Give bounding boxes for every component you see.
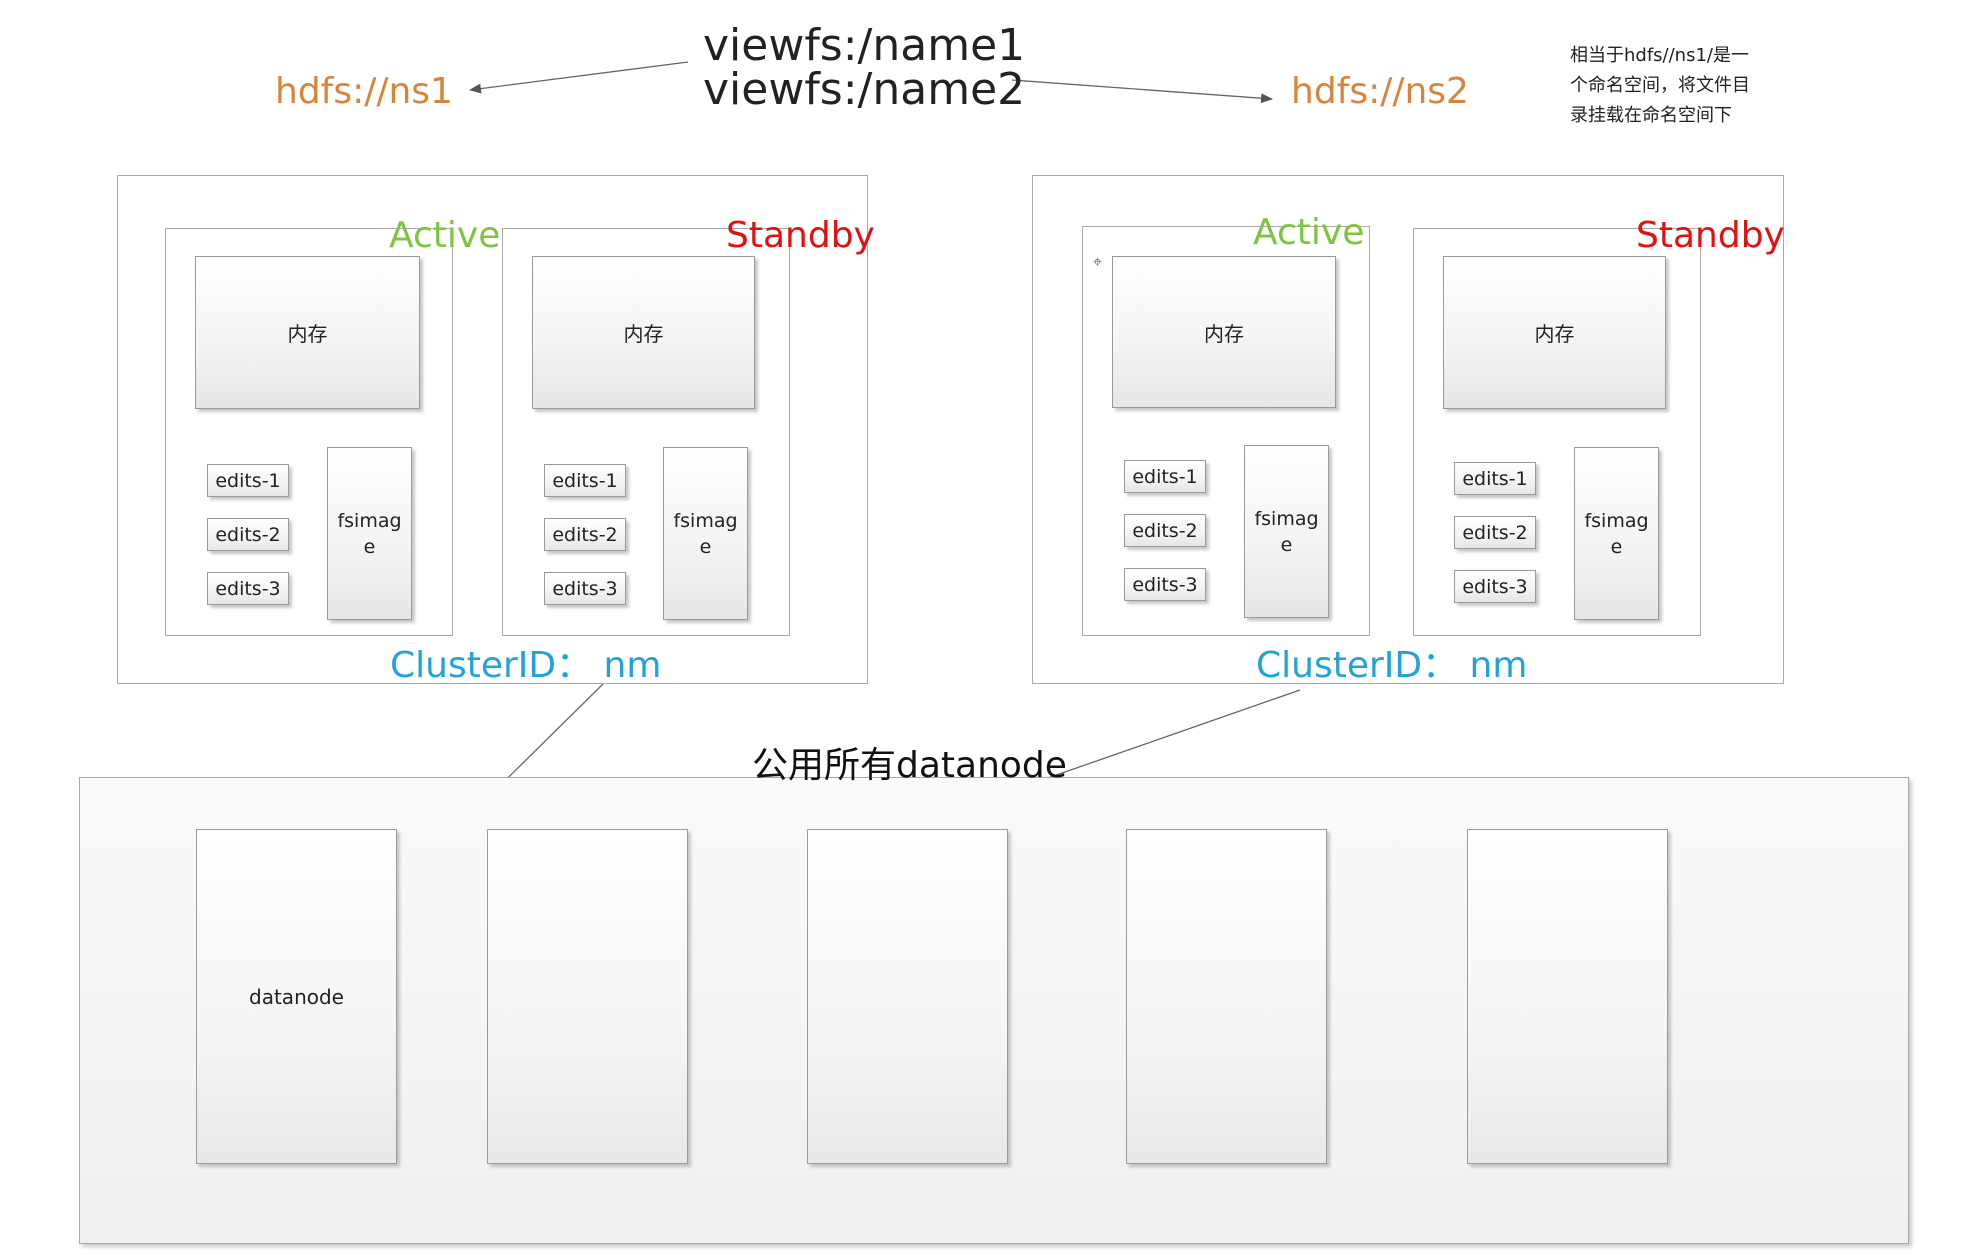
namespace-ns1: hdfs://ns1: [275, 71, 453, 112]
edits-log-2: edits-2: [1124, 514, 1206, 547]
memory-box: 内存: [1443, 256, 1666, 409]
namenode-state-active: Active: [389, 215, 501, 256]
edits-log-2: edits-2: [1454, 516, 1536, 549]
edits-log-1: edits-1: [1124, 460, 1206, 493]
fsimage-box: fsimage: [1574, 447, 1659, 620]
viewfs-name1: viewfs:/name1: [703, 20, 1026, 71]
edits-log-3: edits-3: [207, 572, 289, 605]
crosshair-icon: ⌖: [1093, 252, 1103, 271]
edits-log-1: edits-1: [1454, 462, 1536, 495]
fsimage-label: fsimage: [673, 509, 738, 558]
edits-log-2: edits-2: [544, 518, 626, 551]
namespace-note: 相当于hdfs//ns1/是一个命名空间，将文件目录挂载在命名空间下: [1570, 45, 1750, 126]
edits-log-3: edits-3: [1454, 570, 1536, 603]
edits-log-3: edits-3: [1124, 568, 1206, 601]
fsimage-label: fsimage: [1254, 507, 1319, 556]
namenode-state-standby: Standby: [726, 215, 875, 256]
arrow-to-ns1: [469, 61, 689, 94]
edits-log-2: edits-2: [207, 518, 289, 551]
edits-log-1: edits-1: [544, 464, 626, 497]
datanode-box: [487, 829, 688, 1164]
viewfs-name2: viewfs:/name2: [703, 64, 1026, 115]
fsimage-box: fsimage: [1244, 445, 1329, 618]
namenode-state-active: Active: [1253, 212, 1365, 253]
memory-box: 内存: [532, 256, 755, 409]
fsimage-box: fsimage: [327, 447, 412, 620]
fsimage-label: fsimage: [1584, 509, 1649, 558]
edits-log-3: edits-3: [544, 572, 626, 605]
cluster-id-label: ClusterID： nm: [390, 645, 662, 686]
edits-log-1: edits-1: [207, 464, 289, 497]
arrow-to-ns2: [1011, 79, 1273, 104]
namespace-ns2: hdfs://ns2: [1291, 71, 1469, 112]
fsimage-label: fsimage: [337, 509, 402, 558]
datanode-box: [807, 829, 1008, 1164]
datanode-box: [1467, 829, 1668, 1164]
datanode-pool-title: 公用所有datanode: [752, 745, 1067, 786]
memory-box: 内存: [1112, 256, 1336, 408]
namenode-state-standby: Standby: [1636, 215, 1785, 256]
datanode-label: datanode: [249, 984, 344, 1009]
memory-box: 内存: [195, 256, 420, 409]
datanode-box: [1126, 829, 1327, 1164]
fsimage-box: fsimage: [663, 447, 748, 620]
datanode-box: datanode: [196, 829, 397, 1164]
cluster-id-label: ClusterID： nm: [1256, 645, 1528, 686]
